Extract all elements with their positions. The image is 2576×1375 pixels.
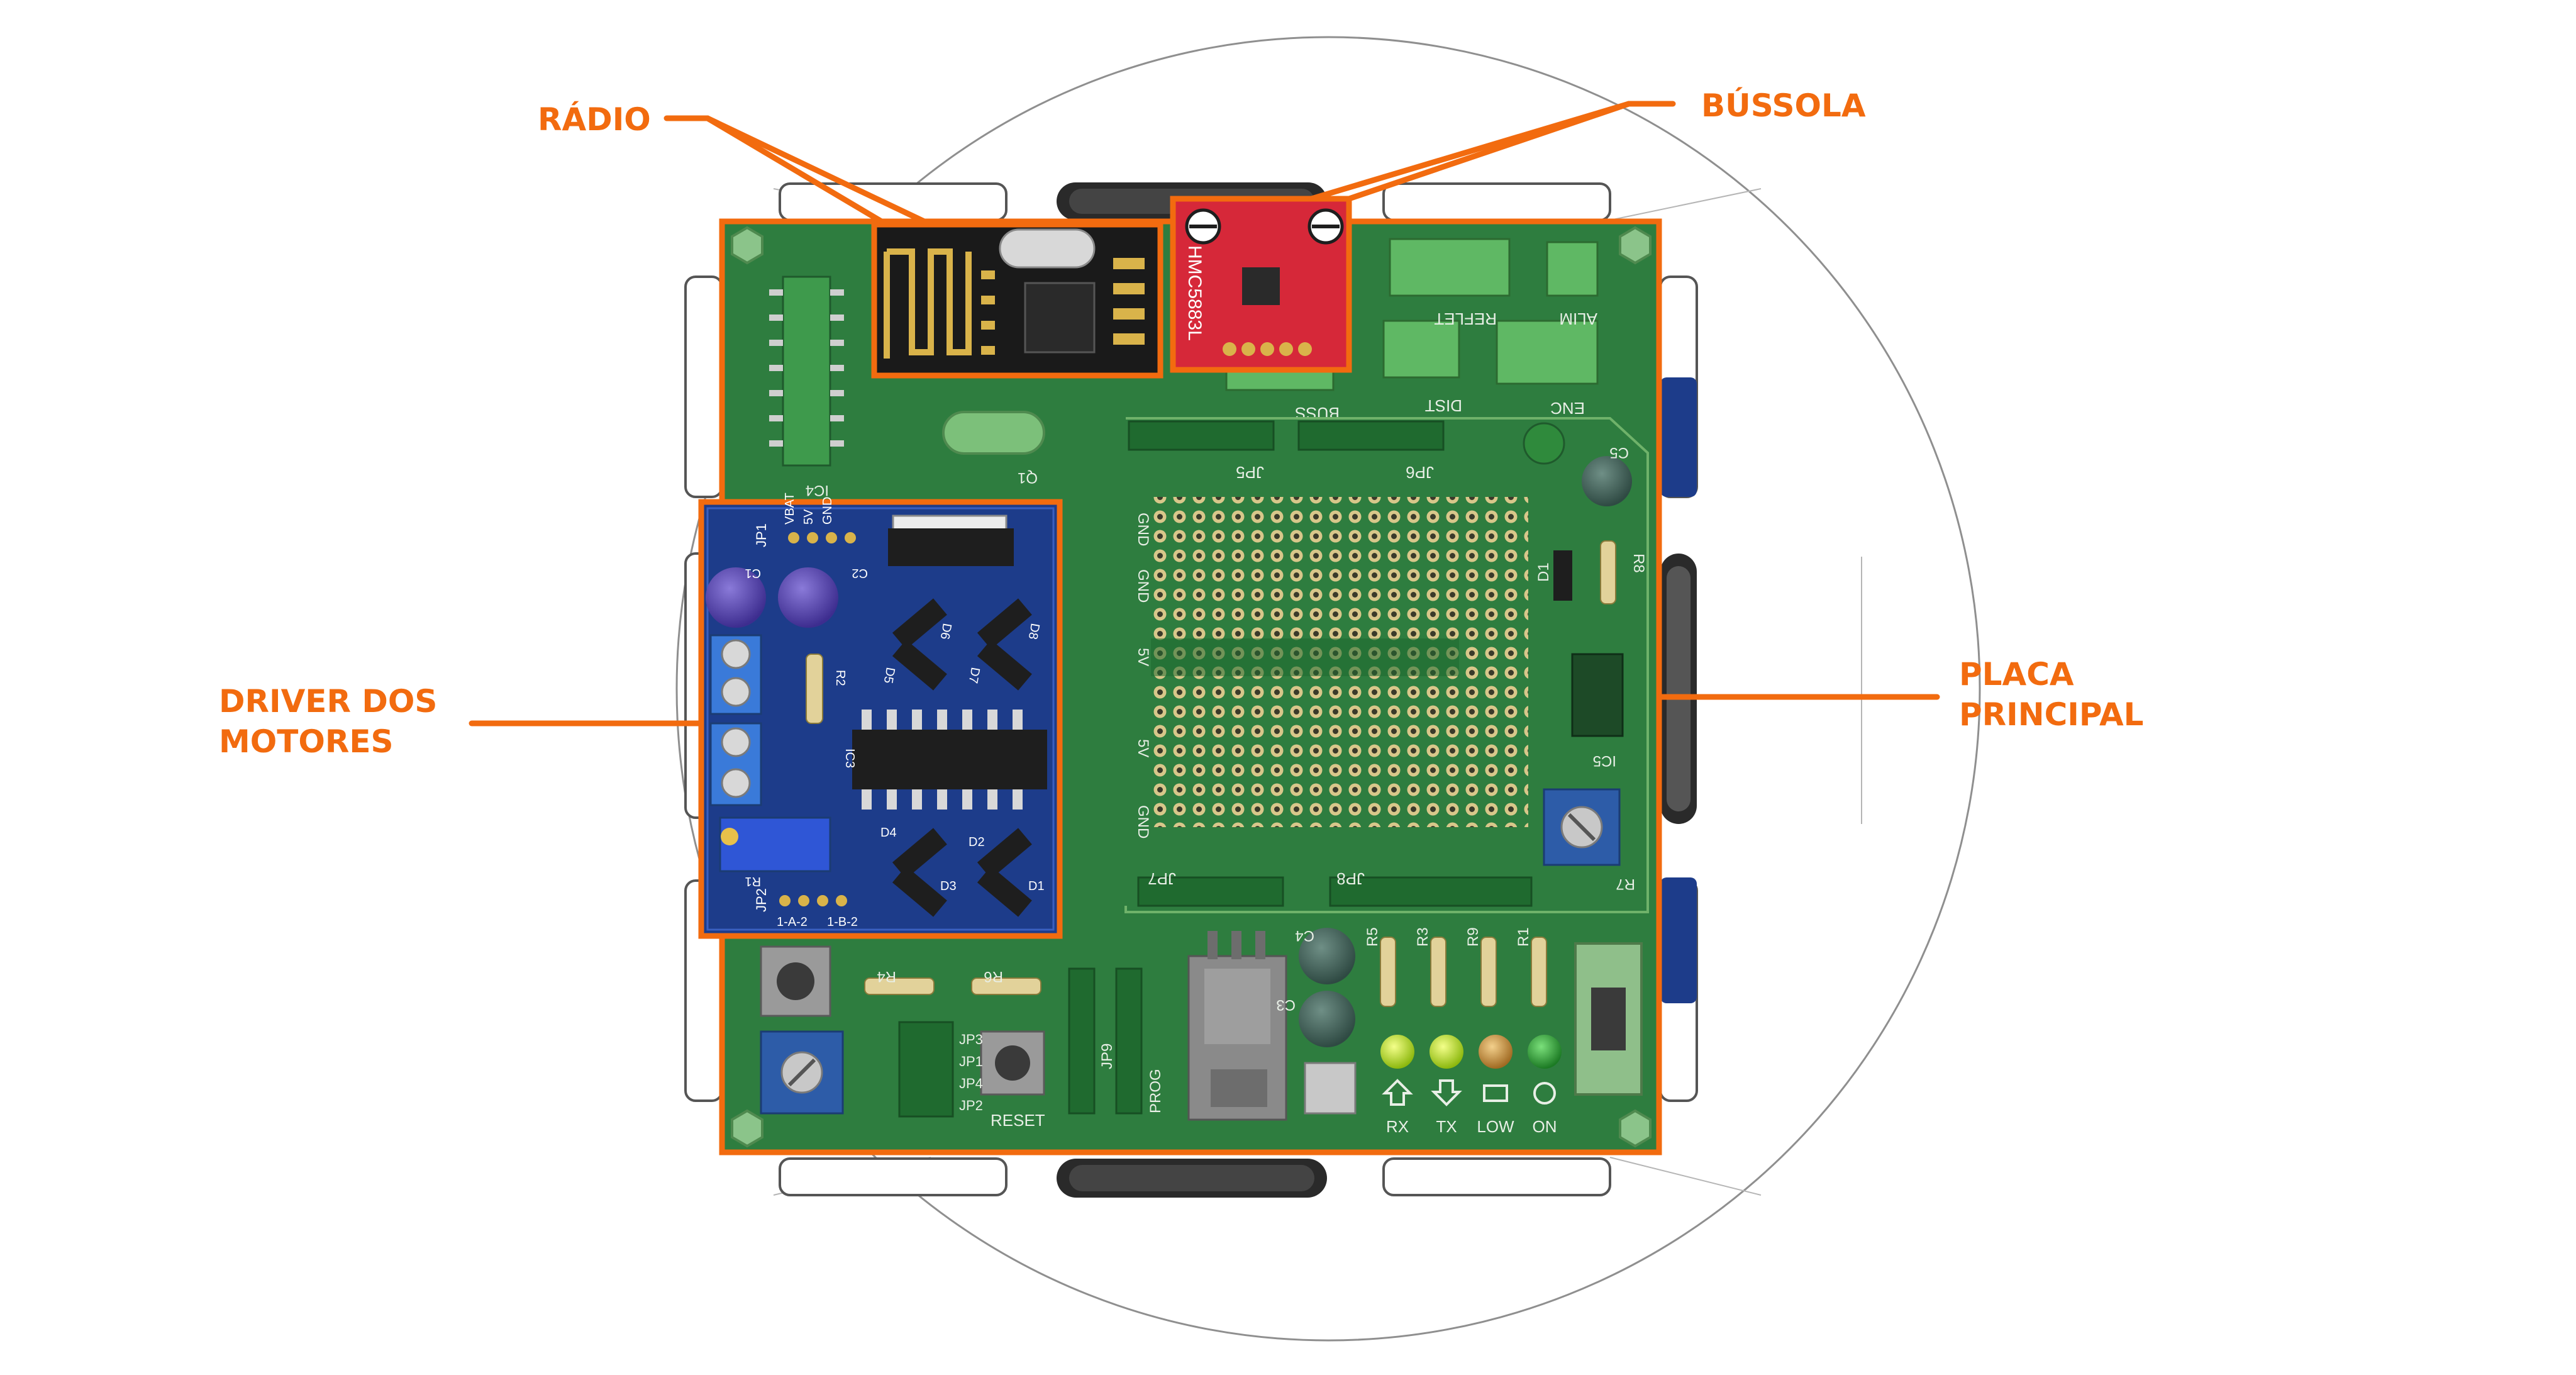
driver-label-d4: D4 (880, 826, 897, 840)
label-c5: C5 (1609, 444, 1629, 461)
label-gnd-mid: GND (1135, 569, 1152, 603)
label-c4: C4 (1295, 927, 1314, 944)
label-jp6: JP6 (1406, 463, 1434, 482)
callout-main-board-line2: PRINCIPAL (1959, 694, 2144, 735)
label-tx: TX (1436, 1117, 1457, 1136)
driver-label-d7: D7 (966, 666, 982, 684)
label-5v-mid: 5V (1135, 648, 1152, 666)
label-q1: Q1 (1018, 469, 1038, 486)
label-reset: RESET (991, 1111, 1045, 1130)
label-jp5: JP5 (1236, 463, 1264, 482)
led-low (1479, 1035, 1513, 1069)
callout-compass: BÚSSOLA (1701, 86, 1866, 126)
label-buss: BUSS (1295, 404, 1340, 423)
label-r6: R6 (984, 968, 1003, 985)
driver-label-c2: C2 (852, 566, 868, 580)
radio-module (874, 225, 1160, 376)
label-5v-low: 5V (1135, 739, 1152, 757)
driver-label-ic3: IC3 (843, 749, 857, 768)
capacitor-c3 (1299, 991, 1355, 1047)
driver-label-d5: D5 (881, 666, 897, 684)
label-r9: R9 (1465, 927, 1482, 947)
label-reflet: REFLET (1434, 309, 1497, 328)
driver-label-vbat: VBAT (783, 493, 797, 525)
label-r5: R5 (1364, 927, 1381, 947)
callout-driver: DRIVER DOS MOTORES (219, 681, 437, 762)
label-jp7: JP7 (1148, 869, 1176, 888)
label-c3: C3 (1276, 996, 1296, 1013)
callout-main-board: PLACA PRINCIPAL (1959, 654, 2144, 735)
callout-radio: RÁDIO (538, 99, 651, 140)
label-compass-part: HMC5883L (1184, 245, 1205, 341)
driver-label-1a2: 1-A-2 (777, 915, 808, 929)
callout-compass-text: BÚSSOLA (1701, 86, 1866, 126)
led-tx (1430, 1035, 1463, 1069)
side-sensor-board (1660, 377, 1697, 497)
callout-main-board-line1: PLACA (1959, 654, 2144, 694)
driver-label-d6: D6 (938, 622, 954, 640)
label-dist: DIST (1425, 396, 1462, 415)
label-jp1: JP1 (959, 1054, 983, 1069)
label-on: ON (1533, 1117, 1557, 1136)
driver-label-d2: D2 (969, 835, 985, 849)
label-jp9: JP9 (1099, 1044, 1116, 1069)
label-rx: RX (1386, 1117, 1409, 1136)
label-prog: PROG (1147, 1069, 1164, 1113)
label-jp2: JP2 (959, 1098, 983, 1113)
driver-label-jp2: JP2 (753, 888, 769, 912)
label-jp8: JP8 (1336, 869, 1365, 888)
label-r7: R7 (1616, 876, 1635, 893)
side-sensor-board (1660, 877, 1697, 1003)
header-jp7-jp8 (1138, 877, 1531, 906)
voltage-regulator (1189, 931, 1286, 1120)
driver-label-d3: D3 (940, 879, 957, 893)
led-on (1528, 1035, 1562, 1069)
driver-label-d1: D1 (1028, 879, 1045, 893)
callout-driver-line2: MOTORES (219, 721, 437, 762)
callout-radio-text: RÁDIO (538, 99, 651, 140)
crystal-q1 (943, 412, 1044, 454)
label-gnd-low: GND (1135, 805, 1152, 838)
led-rx (1380, 1035, 1414, 1069)
driver-label-gnd: GND (821, 497, 835, 525)
driver-label-r2: R2 (833, 670, 847, 686)
label-r3: R3 (1414, 927, 1431, 947)
label-r4: R4 (877, 968, 896, 985)
label-ic4: IC4 (806, 482, 829, 499)
driver-label-jp1: JP1 (753, 523, 769, 547)
driver-label-d8: D8 (1026, 622, 1042, 640)
power-jack (1305, 1063, 1355, 1113)
driver-label-5v: 5V (802, 509, 816, 525)
power-switch-lever (1591, 988, 1626, 1050)
label-low: LOW (1477, 1117, 1514, 1136)
label-ic5: IC5 (1593, 752, 1616, 769)
label-d1: D1 (1535, 562, 1552, 582)
label-jp3: JP3 (959, 1032, 983, 1047)
driver-label-c1: C1 (745, 566, 761, 580)
label-jp4: JP4 (959, 1076, 983, 1091)
label-alim: ALIM (1559, 309, 1597, 328)
callout-driver-line1: DRIVER DOS (219, 681, 437, 721)
label-enc: ENC (1550, 399, 1585, 418)
label-r8: R8 (1630, 554, 1647, 573)
driver-label-r1: R1 (745, 874, 761, 888)
label-r1: R1 (1515, 927, 1532, 947)
label-gnd-top: GND (1135, 513, 1152, 546)
proto-power-rail (1151, 638, 1459, 676)
driver-label-1b2: 1-B-2 (827, 915, 858, 929)
